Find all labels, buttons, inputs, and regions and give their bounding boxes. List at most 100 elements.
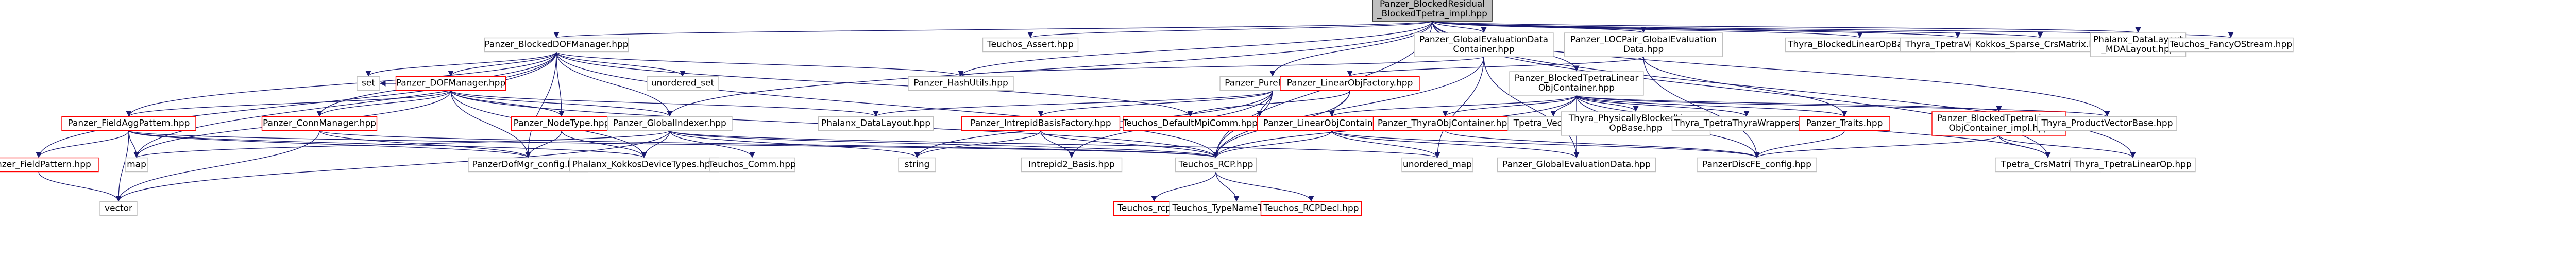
graph-node-label: Panzer_FieldAggPattern.hpp bbox=[68, 118, 190, 129]
graph-node-n10[interactable]: set bbox=[357, 76, 380, 91]
graph-node-n11[interactable]: Panzer_DOFManager.hpp bbox=[395, 76, 506, 91]
graph-node-box bbox=[607, 116, 733, 131]
graph-node-label: Panzer_DOFManager.hpp bbox=[396, 78, 506, 89]
graph-node-n38[interactable]: Panzer_GlobalEvaluationData.hpp bbox=[1497, 157, 1656, 173]
graph-node-n1[interactable]: Panzer_BlockedDOFManager.hpp bbox=[484, 37, 629, 53]
graph-node-box bbox=[1401, 157, 1473, 173]
graph-node-n2[interactable]: Teuchos_Assert.hpp bbox=[982, 37, 1079, 53]
graph-node-label: Panzer_BlockedDOFManager.hpp bbox=[484, 40, 628, 50]
graph-edge bbox=[1442, 95, 1577, 117]
graph-edge bbox=[133, 130, 670, 159]
graph-node-n16[interactable]: Panzer_GlobalIndexer.hpp bbox=[607, 116, 733, 131]
graph-edge bbox=[958, 56, 1484, 77]
graph-node-box bbox=[569, 157, 719, 173]
graph-edge bbox=[1347, 56, 1644, 77]
graph-node-n29[interactable]: Intrepid2_Basis.hpp bbox=[1021, 157, 1123, 173]
graph-edge bbox=[128, 130, 647, 159]
graph-node-label: Thyra_TpetraThyraWrappers.hpp bbox=[1674, 118, 1819, 129]
graph-node-box bbox=[1697, 157, 1817, 173]
graph-node-n17[interactable]: Panzer_FieldPattern.hpp bbox=[0, 157, 99, 173]
graph-edge bbox=[126, 51, 557, 117]
graph-node-label: OpBase.hpp bbox=[1609, 123, 1662, 133]
graph-node-label: Teuchos_DefaultMpiComm.hpp bbox=[1122, 118, 1258, 129]
graph-node-n37[interactable]: unordered_map bbox=[1401, 157, 1473, 173]
graph-node-label: ObjContainer_impl.hpp bbox=[1948, 123, 2049, 133]
graph-node-label: Panzer_BlockedTpetraLinear bbox=[1937, 113, 2061, 124]
graph-edge bbox=[1331, 130, 1440, 158]
graph-node-n19[interactable]: vector bbox=[99, 201, 138, 216]
graph-node-box bbox=[1175, 157, 1257, 173]
graph-node-n49[interactable]: Thyra_TpetraLinearOp.hpp bbox=[2070, 157, 2196, 173]
graph-edge bbox=[1331, 130, 1580, 159]
graph-edge bbox=[556, 51, 565, 117]
graph-node-n39[interactable]: Panzer_BlockedTpetraLinearObjContainer.h… bbox=[1509, 71, 1644, 96]
graph-node-n4[interactable]: Panzer_LOCPair_GlobalEvaluationData.hpp bbox=[1564, 32, 1723, 57]
graph-node-box bbox=[818, 116, 934, 131]
graph-node-label: Intrepid2_Basis.hpp bbox=[1028, 160, 1114, 170]
graph-node-n13[interactable]: Panzer_FieldAggPattern.hpp bbox=[61, 116, 196, 131]
graph-edge bbox=[450, 90, 879, 117]
graph-edge bbox=[1213, 130, 1332, 158]
graph-edge bbox=[1643, 56, 1760, 158]
graph-node-n7[interactable]: Kokkos_Sparse_CrsMatrix.hpp bbox=[1970, 37, 2110, 53]
graph-node-n20[interactable]: PanzerDofMgr_config.hpp bbox=[468, 157, 588, 173]
graph-edge bbox=[115, 130, 670, 202]
graph-node-label: Panzer_BlockedResidual bbox=[1380, 0, 1485, 9]
graph-node-box bbox=[511, 116, 613, 131]
graph-node-label: Teuchos_RCPDecl.hpp bbox=[1263, 203, 1359, 214]
graph-node-label: Panzer_LOCPair_GlobalEvaluation bbox=[1570, 35, 1717, 45]
graph-node-n34[interactable]: Panzer_LinearObjFactory.hpp bbox=[1280, 76, 1420, 91]
graph-edge bbox=[365, 51, 557, 77]
graph-node-n45[interactable]: PanzerDiscFE_config.hpp bbox=[1697, 157, 1817, 173]
graph-edge bbox=[525, 130, 562, 158]
graph-node-box bbox=[395, 76, 506, 91]
graph-node-n21[interactable]: Phalanx_KokkosDeviceTypes.hpp bbox=[569, 157, 719, 173]
graph-node-n25[interactable]: Phalanx_DataLayout.hpp bbox=[818, 116, 934, 131]
graph-node-n30[interactable]: Teuchos_RCP.hpp bbox=[1175, 157, 1257, 173]
graph-node-box bbox=[484, 37, 629, 53]
graph-edge bbox=[1998, 135, 2051, 158]
graph-node-box bbox=[1509, 71, 1644, 96]
graph-edge bbox=[126, 90, 451, 117]
graph-edge bbox=[1187, 90, 1350, 117]
graph-node-n23[interactable]: Panzer_HashUtils.hpp bbox=[908, 76, 1014, 91]
graph-node-n40[interactable]: Panzer_ThyraObjContainer.hpp bbox=[1372, 116, 1518, 131]
graph-edge bbox=[1215, 171, 1240, 202]
graph-node-n14[interactable]: Panzer_ConnManager.hpp bbox=[261, 116, 378, 131]
graph-node-n8[interactable]: Phalanx_DataLayout_MDALayout.hpp bbox=[2090, 32, 2187, 57]
graph-node-n46[interactable]: Panzer_BlockedTpetraLinearObjContainer_i… bbox=[1931, 111, 2066, 136]
graph-edge bbox=[1445, 130, 1760, 159]
graph-node-box bbox=[1799, 116, 1890, 131]
graph-node-box bbox=[1280, 76, 1420, 91]
graph-node-n35[interactable]: Teuchos_DefaultMpiComm.hpp bbox=[1122, 116, 1258, 131]
graph-edge bbox=[1331, 130, 1760, 159]
graph-node-box bbox=[357, 76, 380, 91]
graph-node-n28[interactable]: string bbox=[898, 157, 936, 173]
graph-node-n44[interactable]: Panzer_Traits.hpp bbox=[1799, 116, 1890, 131]
graph-edge bbox=[554, 21, 1433, 39]
graph-node-n12[interactable]: unordered_set bbox=[647, 76, 719, 91]
graph-node-label: Kokkos_Sparse_CrsMatrix.hpp bbox=[1975, 40, 2105, 50]
graph-node-n9[interactable]: Teuchos_FancyOStream.hpp bbox=[2168, 37, 2294, 53]
graph-node-box bbox=[961, 116, 1121, 131]
graph-node-n18[interactable]: map bbox=[125, 157, 148, 173]
graph-node-n26[interactable]: Panzer_IntrepidBasisFactory.hpp bbox=[961, 116, 1121, 131]
graph-node-n33[interactable]: Teuchos_RCPDecl.hpp bbox=[1260, 201, 1362, 216]
graph-node-n43[interactable]: Thyra_TpetraThyraWrappers.hpp bbox=[1671, 116, 1822, 131]
graph-node-n22[interactable]: Teuchos_Comm.hpp bbox=[708, 157, 796, 173]
graph-edge bbox=[36, 51, 557, 158]
graph-node-label: Thyra_BlockedLinearOpBase.hpp bbox=[1787, 40, 1932, 50]
graph-node-n47[interactable]: Thyra_ProductVectorBase.hpp bbox=[2037, 116, 2177, 131]
graph-node-n15[interactable]: Panzer_NodeType.hpp bbox=[511, 116, 613, 131]
graph-node-box bbox=[898, 157, 936, 173]
graph-node-label: Phalanx_DataLayout bbox=[2093, 35, 2183, 45]
graph-node-root[interactable]: Panzer_BlockedResidual_BlockedTpetra_imp… bbox=[1372, 0, 1493, 22]
graph-node-label: Panzer_IntrepidBasisFactory.hpp bbox=[970, 118, 1111, 129]
graph-node-label: Panzer_Traits.hpp bbox=[1806, 118, 1883, 129]
graph-node-label: Panzer_ConnManager.hpp bbox=[263, 118, 376, 129]
graph-node-box bbox=[647, 76, 719, 91]
graph-edge bbox=[1040, 130, 1075, 158]
graph-node-label: Phalanx_KokkosDeviceTypes.hpp bbox=[572, 160, 716, 170]
